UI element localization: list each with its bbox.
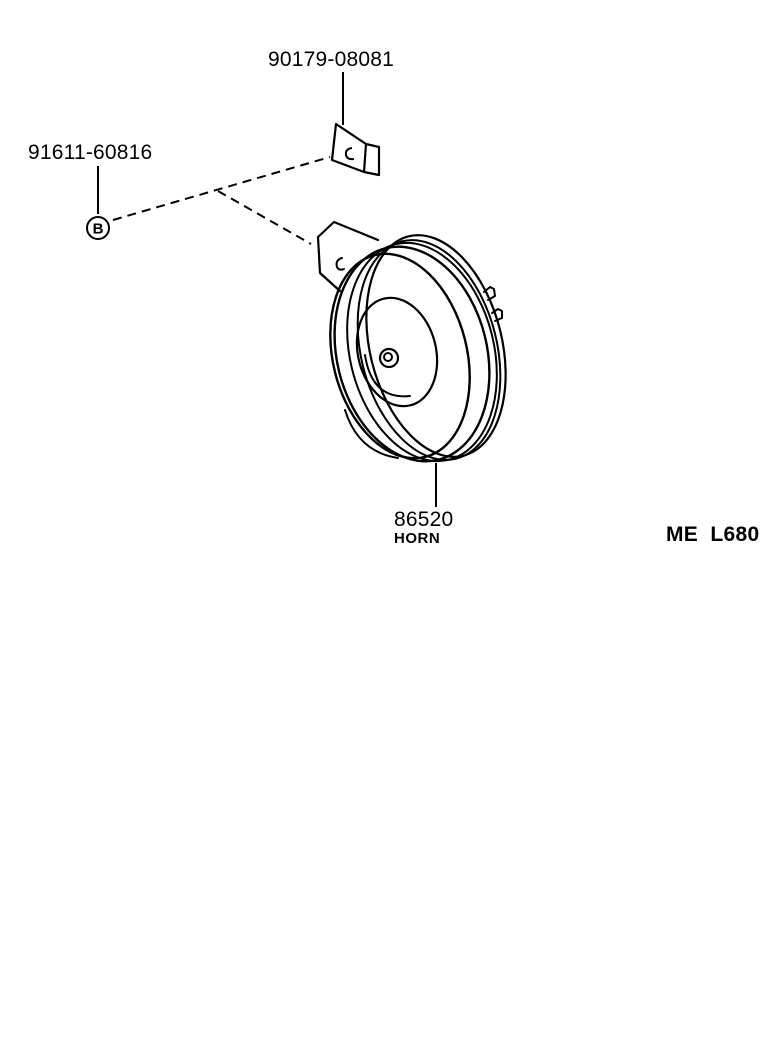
bolt-part-number: 91611-60816: [28, 141, 153, 164]
bolt-marker-letter: B: [93, 221, 104, 238]
horn-part-number: 86520: [394, 508, 454, 531]
horn-part-name: HORN: [394, 530, 441, 547]
assembly-dashed-lines: [112, 156, 331, 245]
diagram-code: ME L680: [666, 523, 760, 546]
bolt-marker: B: [86, 216, 110, 240]
bracket-part-number: 90179-08081: [268, 48, 394, 71]
horn-drawing: [316, 220, 507, 463]
bracket-drawing: [330, 122, 381, 177]
